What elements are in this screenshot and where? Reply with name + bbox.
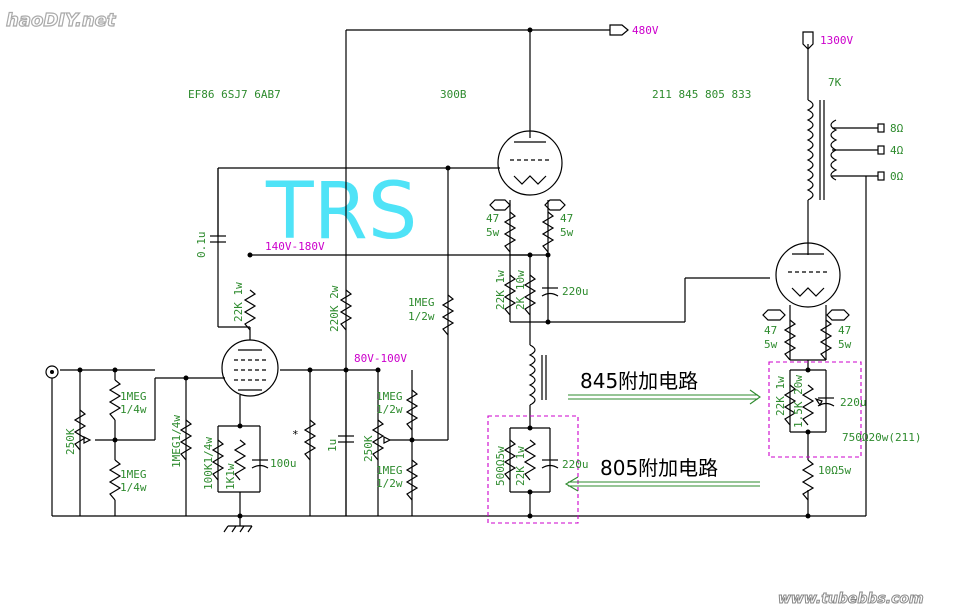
box-845-circuit — [768, 361, 862, 458]
label-5w-b: 5w — [560, 226, 574, 239]
label-0.1u: 0.1u — [195, 232, 208, 259]
label-output-tubes: 211 845 805 833 — [652, 88, 751, 101]
label-1-4w-a: 1/4w — [120, 403, 147, 416]
label-asterisk: * — [292, 428, 299, 441]
label-220u-c: 220u — [840, 396, 867, 409]
label-250k-mid: 250K — [362, 435, 375, 462]
label-1-5k-20w: 1.5K 20w — [792, 375, 805, 428]
label-845-circuit: 845附加电路 — [580, 369, 698, 393]
label-0ohm: 0Ω — [890, 170, 904, 183]
label-5w-c: 5w — [764, 338, 778, 351]
label-4ohm: 4Ω — [890, 144, 904, 157]
label-480v: 480V — [632, 24, 659, 37]
label-5w-d: 5w — [838, 338, 852, 351]
site-url: www.tubebbs.com — [778, 591, 924, 607]
label-7k: 7K — [828, 76, 842, 89]
label-805-circuit: 805附加电路 — [600, 456, 718, 480]
label-1-2w-top: 1/2w — [408, 310, 435, 323]
terminals — [45, 24, 885, 533]
arrow-805 — [564, 476, 760, 492]
resistors — [73, 211, 833, 501]
tube-ef86 — [221, 339, 279, 397]
label-stage1-tubes: EF86 6SJ7 6AB7 — [188, 88, 281, 101]
label-22k-1w-b: 22K 1w — [494, 270, 507, 310]
label-22k-1w: 22K 1w — [232, 282, 245, 322]
label-1u: 1u — [326, 439, 339, 452]
capacitors — [210, 168, 835, 469]
label-220u-b: 220u — [562, 458, 589, 471]
trs-watermark: TRS — [265, 167, 417, 257]
output-transformer — [806, 99, 838, 201]
label-5w-a: 5w — [486, 226, 500, 239]
label-1meg-b: 1MEG — [120, 468, 147, 481]
label-80-100v: 80V-100V — [354, 352, 407, 365]
tube-300b — [497, 130, 563, 196]
tube-211 — [775, 242, 841, 308]
label-250k-in: 250K — [64, 428, 77, 455]
label-2k-10w: 2K 10w — [514, 270, 527, 310]
junction-dots — [77, 27, 811, 519]
label-750-20w: 750Ω20w(211) — [842, 431, 921, 444]
label-1-2w-c: 1/2w — [376, 403, 403, 416]
site-logo: haoDIY.net — [6, 10, 117, 31]
label-1meg-c: 1MEG — [376, 390, 403, 403]
label-500-5w: 500Ω5w — [494, 446, 507, 486]
label-1meg-1-4w-grid: 1MEG1/4w — [170, 415, 183, 468]
label-47-d: 47 — [838, 324, 851, 337]
label-47-c: 47 — [764, 324, 777, 337]
label-1-2w-d: 1/2w — [376, 477, 403, 490]
label-300b: 300B — [440, 88, 467, 101]
labels: 480V 1300V 140V-180V 80V-100V EF86 6SJ7 … — [64, 24, 921, 494]
label-8ohm: 8Ω — [890, 122, 904, 135]
label-220k-2w: 220K 2w — [328, 285, 341, 332]
label-22k-1w-c: 22K 1w — [514, 446, 527, 486]
label-100u: 100u — [270, 457, 297, 470]
label-22k-1w-d: 22K 1w — [774, 376, 787, 416]
label-47-a: 47 — [486, 212, 499, 225]
label-1meg-d: 1MEG — [376, 464, 403, 477]
label-140-180v: 140V-180V — [265, 240, 325, 253]
arrow-845 — [568, 389, 761, 405]
label-100k-1-4w: 100K1/4w — [202, 437, 215, 490]
label-1300v: 1300V — [820, 34, 853, 47]
choke — [528, 344, 547, 406]
label-1meg-top: 1MEG — [408, 296, 435, 309]
label-220u-a: 220u — [562, 285, 589, 298]
label-10-5w: 10Ω5w — [818, 464, 851, 477]
label-1-4w-b: 1/4w — [120, 481, 147, 494]
label-47-b: 47 — [560, 212, 573, 225]
label-1meg-a: 1MEG — [120, 390, 147, 403]
label-1k-1w: 1K1w — [224, 463, 237, 490]
box-805-circuit — [487, 415, 579, 524]
